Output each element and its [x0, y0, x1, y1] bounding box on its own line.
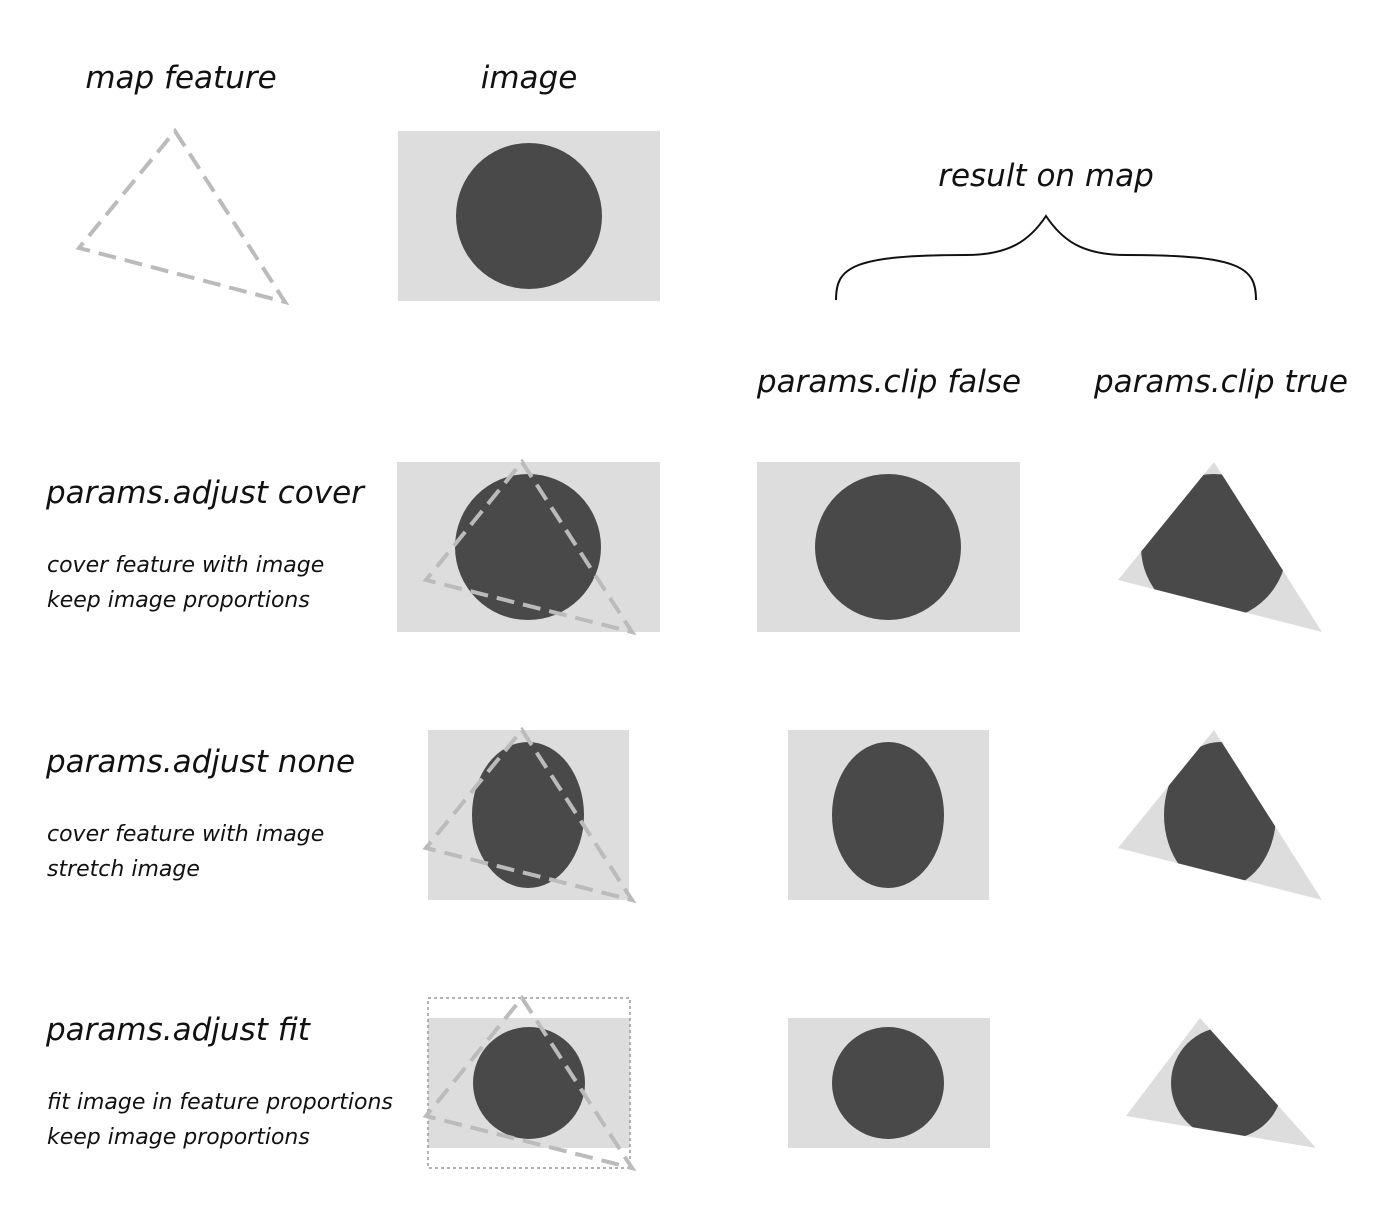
fit-result-circle: [832, 1027, 944, 1139]
source-image-circle: [456, 143, 602, 289]
fit-feature-triangle: [422, 994, 637, 1172]
cover-clip-false-result: [757, 462, 1020, 632]
header-map-feature: map feature: [85, 60, 276, 96]
header-clip-false: params.clip false: [756, 364, 1021, 400]
map-feature-triangle: [75, 127, 290, 306]
header-image: image: [481, 60, 578, 96]
cover-clipped-circle: [1141, 474, 1287, 620]
header-result-on-map: result on map: [938, 158, 1154, 194]
row-fit-line2: keep image proportions: [47, 1125, 310, 1150]
cover-overlay: [397, 458, 660, 636]
none-image-ellipse: [472, 742, 584, 888]
none-feature-triangle: [422, 726, 637, 904]
cover-feature-triangle: [422, 458, 637, 636]
fit-image-circle: [473, 1027, 585, 1139]
fit-clip-false-result: [788, 1018, 990, 1148]
row-cover-title: params.adjust cover: [45, 475, 366, 511]
row-fit-title: params.adjust fit: [45, 1012, 312, 1048]
row-none-line2: stretch image: [47, 857, 200, 882]
fit-overlay: [422, 994, 637, 1172]
cover-clip-true-result: [1118, 462, 1322, 632]
fit-clipped-circle: [1171, 1027, 1283, 1139]
cover-image-circle: [455, 474, 601, 620]
result-brace: [835, 214, 1257, 301]
row-cover-line2: keep image proportions: [47, 588, 310, 613]
row-fit-line1: fit image in feature proportions: [47, 1090, 393, 1115]
none-overlay: [422, 726, 637, 904]
none-clipped-ellipse: [1164, 742, 1276, 888]
header-clip-true: params.clip true: [1093, 364, 1348, 400]
row-none-title: params.adjust none: [45, 744, 355, 780]
row-none-line1: cover feature with image: [47, 822, 324, 847]
fit-clip-true-result: [1126, 1018, 1316, 1148]
source-image: [398, 131, 660, 301]
cover-result-circle: [815, 474, 961, 620]
none-clip-false-result: [788, 730, 989, 900]
none-clip-true-result: [1118, 730, 1322, 900]
none-result-ellipse: [832, 742, 944, 888]
row-cover-line1: cover feature with image: [47, 553, 324, 578]
